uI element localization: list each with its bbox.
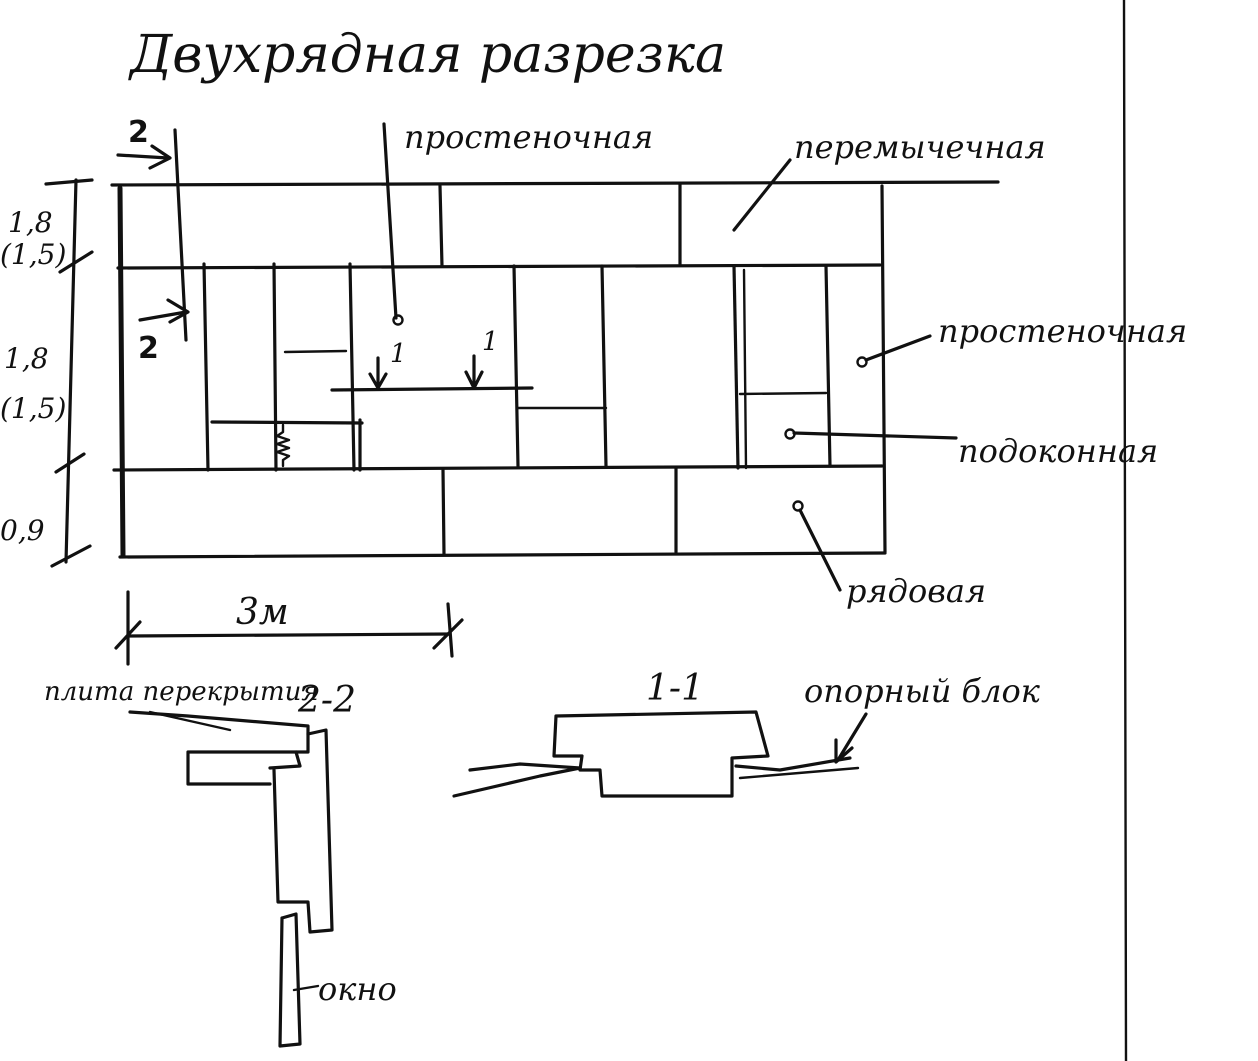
label-podokonnaya: подоконная [958, 432, 1158, 470]
section-1-1-drawing [452, 710, 868, 798]
dim-h1-alt: (1,5) [0, 238, 66, 271]
label-okno: окно [318, 970, 397, 1008]
section-mark-2-top: 2 [128, 115, 149, 150]
section-line-2: 2 2 [116, 115, 190, 366]
label-peremychechnaya: перемычечная [794, 128, 1046, 166]
horizontal-dimension [114, 590, 464, 666]
dim-h2-alt: (1,5) [0, 392, 66, 425]
section-1-1-title: 1-1 [646, 668, 704, 709]
dim-width: 3м [236, 592, 289, 633]
label-opornyy-blok: опорный блок [804, 672, 1041, 710]
section-marks-1: 1 1 [368, 327, 499, 390]
dim-h1: 1,8 [8, 206, 53, 239]
vertical-dimensions [44, 178, 94, 568]
section-mark-1-right: 1 [482, 327, 499, 357]
label-plita-perekrytiya: плита перекрытия [44, 677, 319, 707]
leader-prostenochnaya-top [382, 122, 404, 326]
dim-h2: 1,8 [4, 342, 49, 375]
leader-podokonnaya [784, 428, 958, 440]
label-prostenochnaya-right: простеночная [938, 312, 1187, 350]
section-2-2-drawing [128, 710, 334, 1048]
leader-peremychechnaya [732, 158, 792, 232]
dim-h3: 0,9 [0, 514, 45, 547]
label-ryadovaya: рядовая [846, 572, 986, 610]
page-margin-line [1122, 0, 1128, 1061]
wall-elevation [110, 180, 1000, 559]
sketch-title: Двухрядная разрезка [128, 25, 726, 85]
leader-ryadovaya [792, 500, 842, 592]
label-prostenochnaya-top: простеночная [404, 118, 653, 156]
section-mark-2-bottom: 2 [138, 331, 159, 366]
leader-prostenochnaya-right [856, 334, 932, 368]
section-mark-1-left: 1 [390, 339, 407, 369]
section-2-2-title: 2-2 [297, 680, 356, 721]
